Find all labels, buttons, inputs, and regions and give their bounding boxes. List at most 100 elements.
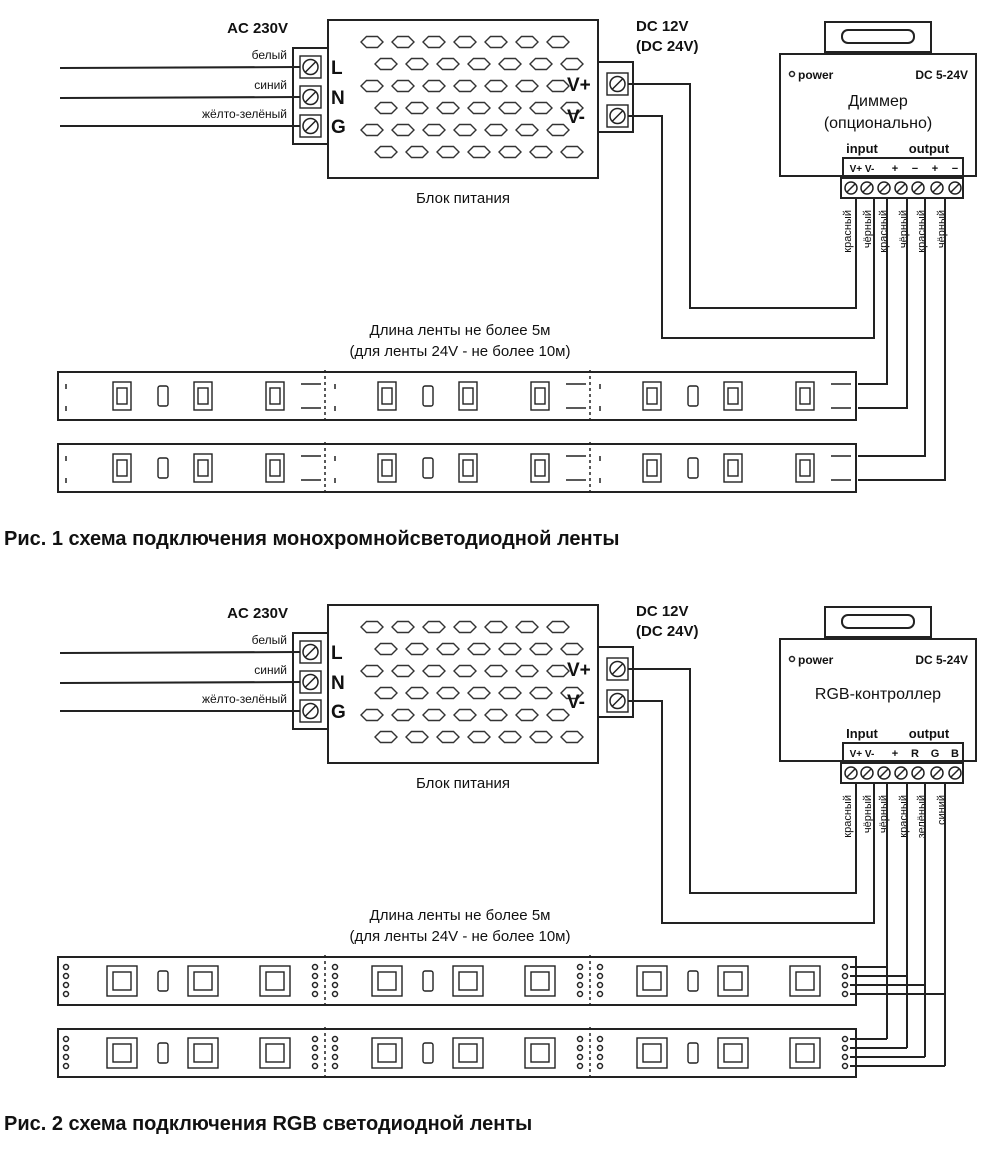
- vent-hole: [405, 145, 429, 159]
- wire-color-label: жёлто-зелёный: [202, 107, 287, 121]
- wire-color-label: чёрный: [878, 795, 890, 833]
- contact-pad: [596, 1035, 604, 1043]
- end-contact: [576, 990, 584, 998]
- vent-hole: [467, 686, 491, 700]
- resistor: [687, 970, 699, 992]
- wire-color-label: чёрный: [862, 210, 874, 248]
- terminal-label: N: [331, 673, 345, 694]
- controller-name: RGB-контроллер: [815, 686, 941, 703]
- input-label: input: [846, 141, 878, 156]
- vent-hole: [436, 686, 460, 700]
- vent-hole: [498, 57, 522, 71]
- vent-hole: [436, 57, 460, 71]
- rgb-led-core: [458, 971, 478, 991]
- screw-icon: [609, 75, 626, 93]
- vent-hole: [360, 79, 384, 93]
- figure-caption: Рис. 2 схема подключения RGB светодиодно…: [4, 1113, 532, 1135]
- screw-icon: [609, 107, 626, 125]
- power-led-icon: [788, 70, 796, 78]
- wire-color-label: синий: [254, 663, 287, 677]
- length-note: (для ленты 24V - не более 10м): [349, 343, 570, 360]
- screw-icon: [948, 181, 962, 195]
- rgb-led-core: [723, 971, 743, 991]
- vent-hole: [560, 730, 584, 744]
- vent-hole: [422, 79, 446, 93]
- vent-hole: [484, 35, 508, 49]
- wire-color-label: красный: [878, 210, 890, 253]
- vent-hole: [391, 123, 415, 137]
- vent-hole: [405, 642, 429, 656]
- input-pins-label: V+ V-: [850, 164, 875, 175]
- contact-pad: [62, 963, 70, 971]
- contact-pad: [331, 981, 339, 989]
- end-contact: [576, 1044, 584, 1052]
- output-pin-label: −: [912, 163, 918, 175]
- led-chip-core: [534, 387, 546, 405]
- wire-color-label: зелёный: [916, 795, 928, 838]
- resistor: [157, 385, 169, 407]
- vent-hole: [484, 708, 508, 722]
- vent-hole: [467, 101, 491, 115]
- vent-hole: [436, 101, 460, 115]
- vent-hole: [405, 686, 429, 700]
- screw-slot: [611, 110, 624, 122]
- terminal-label: G: [331, 117, 346, 138]
- resistor: [157, 1042, 169, 1064]
- contact-pad: [62, 1044, 70, 1052]
- terminal-label: G: [331, 702, 346, 723]
- contact-pad: [596, 1053, 604, 1061]
- rgb-led-chip: [371, 1037, 403, 1069]
- led-chip-core: [116, 459, 128, 477]
- output-pin-label: +: [892, 163, 898, 175]
- led-chip-core: [727, 387, 739, 405]
- led-chip-core: [269, 459, 281, 477]
- vent-hole: [498, 101, 522, 115]
- wire-color-label: синий: [936, 795, 948, 825]
- screw-icon: [860, 766, 874, 780]
- contact-pad: [331, 1053, 339, 1061]
- vent-hole: [360, 708, 384, 722]
- contact-pad: [596, 981, 604, 989]
- screw-slot: [611, 663, 624, 675]
- contact-pad: [331, 972, 339, 980]
- vent-hole: [546, 79, 570, 93]
- screw-icon: [844, 181, 858, 195]
- input-label: Input: [846, 726, 878, 741]
- vent-hole: [560, 686, 584, 700]
- rgb-led-core: [193, 971, 213, 991]
- screw-icon: [948, 766, 962, 780]
- wire-color-label: чёрный: [898, 210, 910, 248]
- resistor: [687, 457, 699, 479]
- mains-wire: [59, 651, 301, 654]
- led-chip-core: [381, 459, 393, 477]
- controller-name: (опционально): [824, 115, 932, 132]
- power-label: power: [798, 68, 834, 82]
- resistor: [422, 1042, 434, 1064]
- controller-body: [779, 53, 977, 177]
- vent-hole: [467, 730, 491, 744]
- screw-icon: [894, 766, 908, 780]
- terminal-label: V-: [567, 692, 585, 713]
- power-label: power: [798, 653, 834, 667]
- vent-hole: [453, 35, 477, 49]
- screw-slot: [611, 78, 624, 90]
- led-chip-core: [646, 459, 658, 477]
- screw-slot: [611, 695, 624, 707]
- end-contact: [311, 990, 319, 998]
- resistor: [687, 385, 699, 407]
- rgb-led-core: [795, 1043, 815, 1063]
- vent-hole: [498, 730, 522, 744]
- ac-voltage-label: AC 230V: [227, 605, 288, 622]
- screw-slot: [304, 120, 317, 132]
- wire-color-label: чёрный: [936, 210, 948, 248]
- screw-slot: [304, 91, 317, 103]
- controller-slot: [841, 29, 915, 44]
- end-contact: [311, 1062, 319, 1070]
- screw-icon: [911, 181, 925, 195]
- end-contact: [311, 972, 319, 980]
- wire-color-label: белый: [252, 48, 287, 62]
- vent-hole: [422, 35, 446, 49]
- wire-vminus: [628, 115, 875, 339]
- rgb-led-core: [377, 1043, 397, 1063]
